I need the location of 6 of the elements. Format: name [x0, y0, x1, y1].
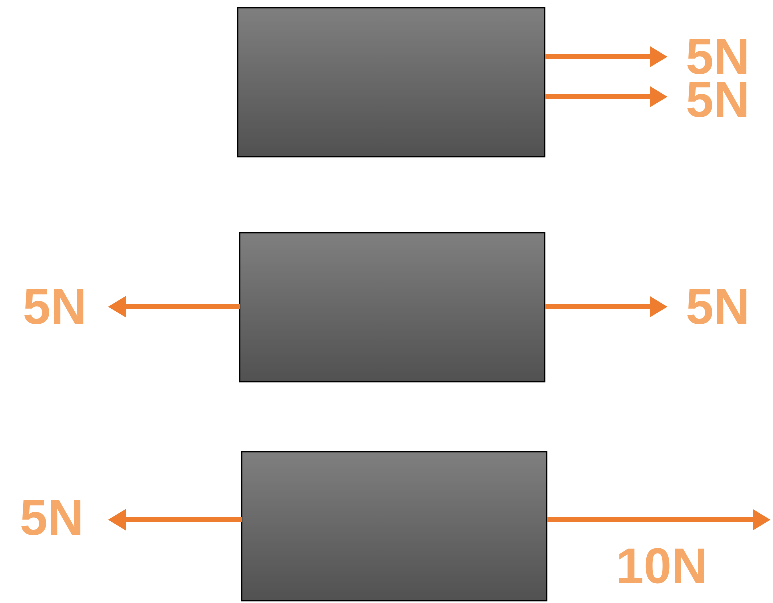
force-label: 5N [22, 500, 81, 536]
force-label: 5N [24, 290, 84, 324]
force-label: 5N [688, 40, 747, 74]
force-label: 10N [619, 548, 704, 584]
force-label: 5N [688, 82, 747, 118]
force-label: 5N [688, 290, 747, 324]
